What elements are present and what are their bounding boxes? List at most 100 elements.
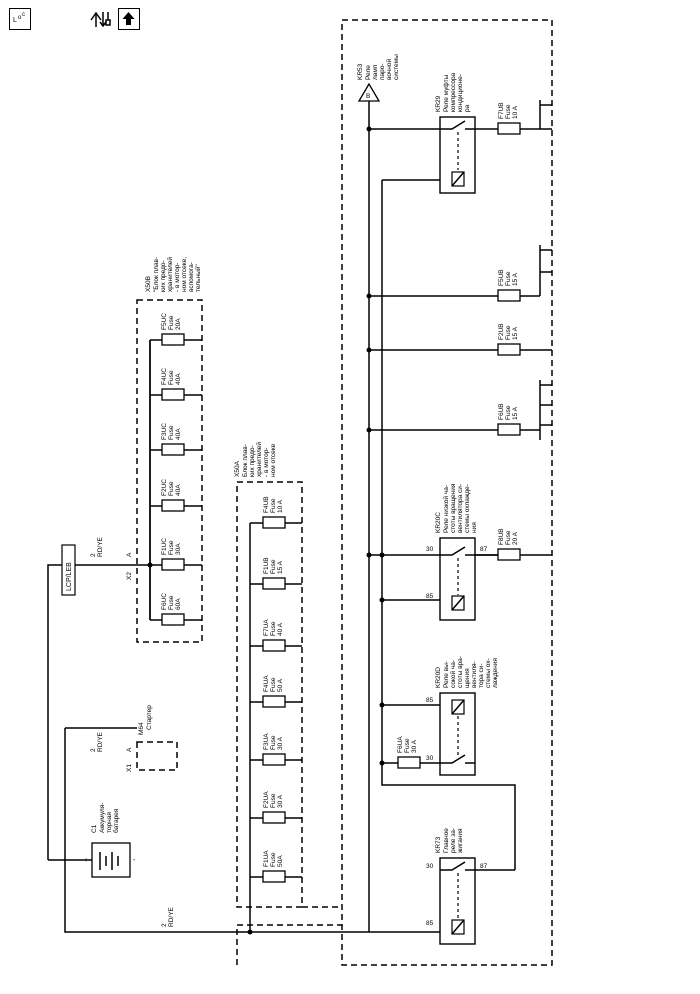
fuse-f2uc: F2UC Fuse 40A [161,479,185,512]
x50a-name: Блок плав-ких предо-хранителей- в мотор-… [242,442,277,477]
kr53-name: Релеламппаро-вочнойсистемы [365,54,400,80]
kr73-ref: KR73 [435,836,442,853]
svg-text:F2UB: F2UB [498,323,505,340]
svg-text:85: 85 [426,920,434,927]
fuse-f1ua: F1UA Fuse 50A [262,850,286,883]
fuse-f2ua: F2UA Fuse 30 A [262,791,286,824]
svg-text:20A: 20A [175,318,182,330]
svg-text:Fuse: Fuse [270,559,277,574]
svg-text:30: 30 [426,755,434,762]
kr73-name: Главноереле за-жигания [443,828,464,853]
relay-kr73: 30 87 85 KR73 Главноереле за-жигания [426,828,488,945]
starter-ref: M64 [138,722,145,735]
battery-minus: - [133,857,136,864]
svg-text:F3UC: F3UC [161,423,168,440]
svg-text:15 A: 15 A [277,560,284,574]
svg-text:F4UB: F4UB [263,496,270,513]
svg-text:Fuse: Fuse [270,852,277,867]
x50b-name: "Блок плав-ких предо-хранителей- в мотор… [153,257,202,292]
fuse-f2ub: F2UB Fuse 15 A [497,323,521,356]
underhood-fuse-block-outline [341,19,553,966]
svg-text:F7UA: F7UA [263,619,270,636]
fuse-f3uc: F3UC Fuse 40A [161,423,185,456]
x50b-outline [136,299,203,643]
fuse-f1ub: F1UB Fuse 15 A [262,557,286,590]
x50b-conn: X2 [126,572,133,580]
fuse-f6ua: F6UA Fuse 30 A [397,736,421,769]
svg-text:30A: 30A [175,543,182,555]
svg-text:Fuse: Fuse [505,530,512,545]
fuse-f6ub: F6UB Fuse 15 A [497,403,521,436]
svg-text:Fuse: Fuse [270,793,277,808]
svg-text:40A: 40A [175,428,182,440]
svg-text:40A: 40A [175,484,182,496]
fuse-f1uc: F1UC Fuse 30A [161,538,185,571]
svg-text:B: B [366,93,370,100]
svg-text:Fuse: Fuse [404,738,411,753]
location-button[interactable]: L o c [9,8,31,30]
svg-text:10 A: 10 A [277,499,284,513]
starter-wire-color: RD/YE [97,731,104,752]
x50b-pin: A [126,552,133,557]
svg-text:F6UB: F6UB [498,403,505,420]
svg-text:Fuse: Fuse [168,481,175,496]
svg-text:Fuse: Fuse [168,540,175,555]
kr53-connector: B KR53 Релеламппаро-вочнойсистемы [357,54,400,102]
svg-text:o: o [18,15,22,21]
svg-text:F6UA: F6UA [397,736,404,753]
wrench-arrows-button[interactable] [88,8,112,30]
kr20d-name: Реле вы-сокой ча-стоты вра-щениявентиля-… [443,656,499,688]
svg-text:40 A: 40 A [277,622,284,636]
svg-text:87: 87 [480,863,488,870]
fuse-f4uc: F4UC Fuse 40A [161,368,185,401]
wrench-arrows-icon [90,11,111,28]
svg-text:30 A: 30 A [411,739,418,753]
svg-text:50 A: 50 A [277,678,284,692]
relay-kr20c: 30 87 85 KR20C Реле низкой ча-стоты вращ… [426,483,498,621]
svg-text:30 A: 30 A [277,794,284,808]
svg-text:F4UA: F4UA [263,675,270,692]
svg-text:15 A: 15 A [512,272,519,286]
svg-text:85: 85 [426,697,434,704]
x50b-ref: X50B [145,276,152,292]
fuse-f5uc: F5UC Fuse 20A [161,313,185,346]
svg-text:30: 30 [426,863,434,870]
svg-text:Fuse: Fuse [168,370,175,385]
svg-text:F1UC: F1UC [161,538,168,555]
svg-text:F1UB: F1UB [263,557,270,574]
svg-text:F7UB: F7UB [498,102,505,119]
fuse-f4ua: F4UA Fuse 50 A [262,675,286,708]
svg-text:F1UA: F1UA [263,850,270,867]
svg-text:Fuse: Fuse [270,677,277,692]
kr20c-ref: KR20C [435,512,442,533]
svg-text:30: 30 [426,546,434,553]
svg-text:F6UC: F6UC [161,593,168,610]
bus-wire-num: 2 [161,923,168,927]
svg-text:Fuse: Fuse [270,621,277,636]
x50a-ref: X50A [234,460,241,477]
svg-text:15 A: 15 A [512,326,519,340]
battery-plus: + [84,857,88,864]
starter-wire-num: 2 [90,748,97,752]
fuse-f7ua: F7UA Fuse 40 A [262,619,286,652]
bus-wire-color: RD/YE [168,906,175,927]
battery-ref: C1 [91,824,98,833]
svg-text:F2UA: F2UA [263,791,270,808]
svg-text:Fuse: Fuse [168,425,175,440]
svg-text:Fuse: Fuse [505,104,512,119]
svg-text:Fuse: Fuse [168,315,175,330]
svg-text:Fuse: Fuse [505,325,512,340]
svg-text:87: 87 [480,546,488,553]
starter-pin: A [126,747,133,752]
x50b-wire-color: RD/YE [97,536,104,557]
x50b-wire-num: 2 [90,553,97,557]
svg-text:F2UC: F2UC [161,479,168,496]
svg-text:F5UB: F5UB [498,269,505,286]
svg-text:85: 85 [426,593,434,600]
svg-text:Fuse: Fuse [270,735,277,750]
svg-text:c: c [22,12,25,18]
svg-text:30 A: 30 A [277,736,284,750]
svg-text:15 A: 15 A [512,406,519,420]
up-arrow-button[interactable] [118,8,140,30]
